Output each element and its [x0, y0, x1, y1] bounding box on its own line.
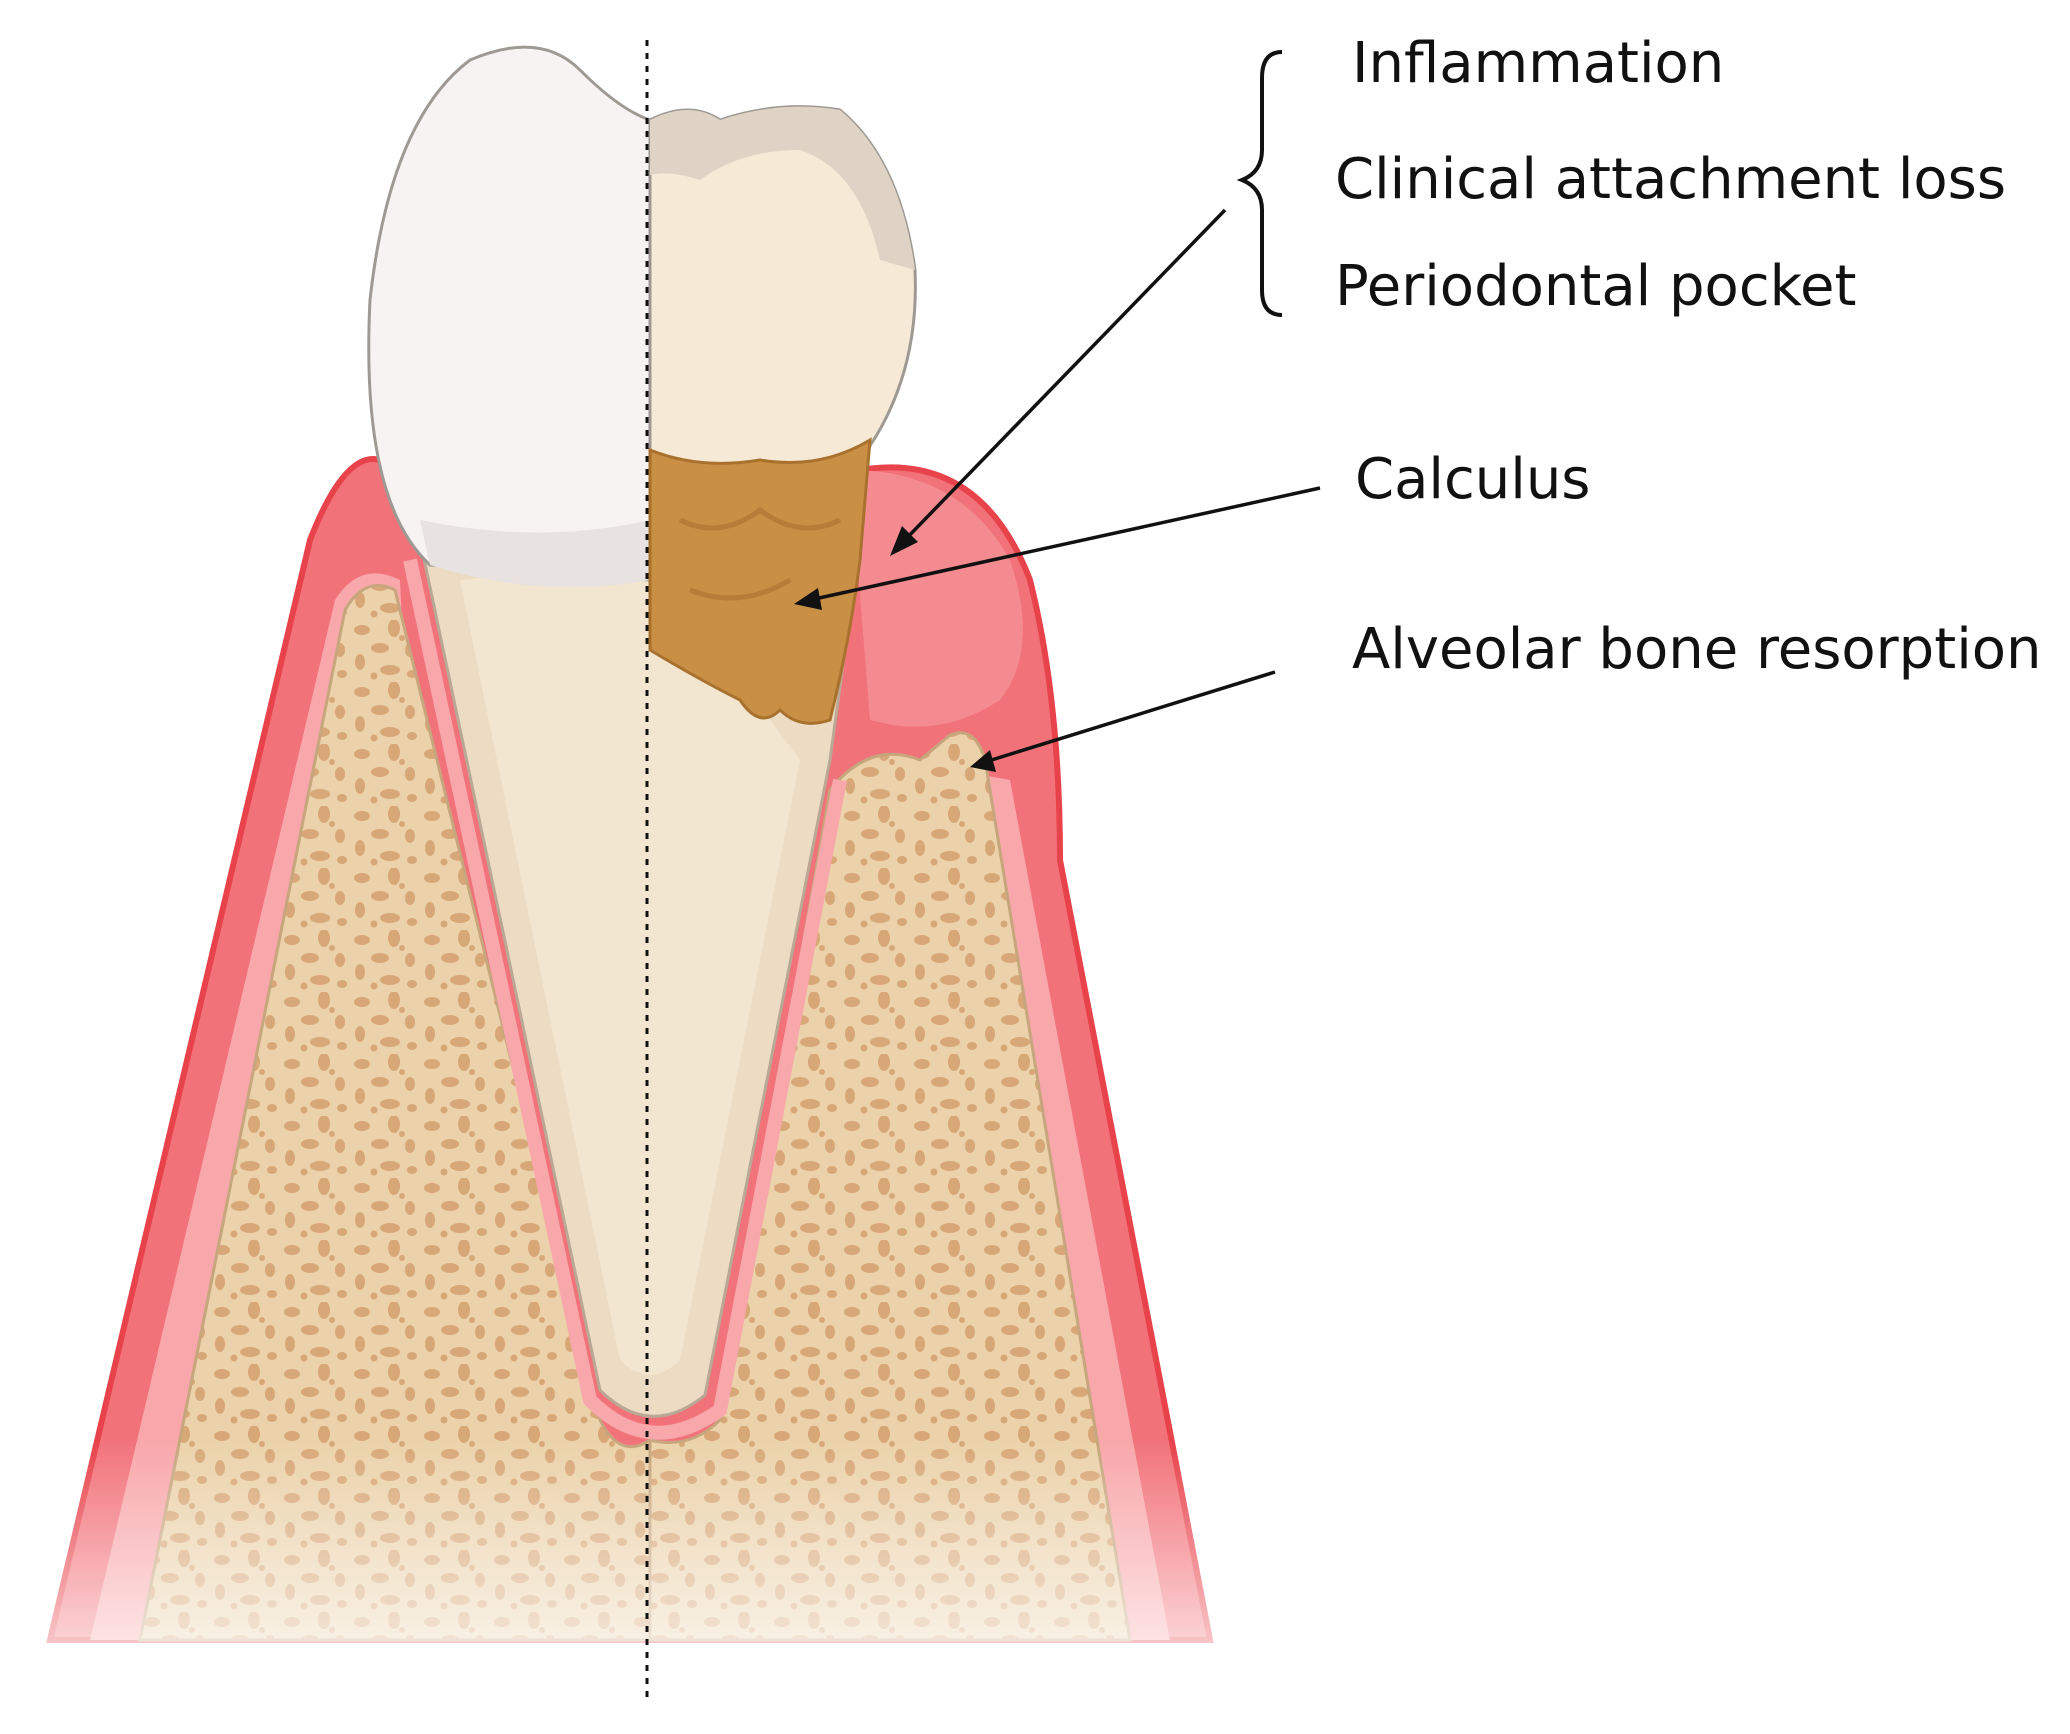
label-calculus: Calculus [1355, 447, 1590, 512]
bone-resorption-arrowhead [970, 750, 996, 772]
root-highlight [460, 560, 800, 1375]
tooth-crown-left [367, 45, 652, 582]
label-clinical-attachment-loss: Clinical attachment loss [1335, 147, 2006, 212]
calculus-arrow-line [809, 486, 1321, 602]
inflamed-gingiva [850, 470, 1023, 727]
calculus-deposit [648, 437, 872, 725]
label-inflammation: Inflammation [1352, 31, 1724, 96]
pocket-arrowhead [890, 526, 918, 556]
crown-left-shade [420, 520, 650, 588]
alveolar-bone-right [648, 731, 1132, 1642]
crown-right-enamel-edge [650, 106, 915, 271]
label-brace [1236, 50, 1283, 317]
label-alveolar-bone-resorption: Alveolar bone resorption [1352, 617, 2042, 682]
bone-resorption-arrow-line [984, 670, 1276, 764]
pocket-arrow-line [898, 208, 1227, 547]
calculus-texture [678, 506, 842, 601]
calculus-arrowhead [794, 588, 822, 610]
bottom-fade [0, 1440, 1300, 1734]
periodontal-ligament [403, 558, 847, 1440]
label-periodontal-pocket: Periodontal pocket [1335, 254, 1856, 319]
